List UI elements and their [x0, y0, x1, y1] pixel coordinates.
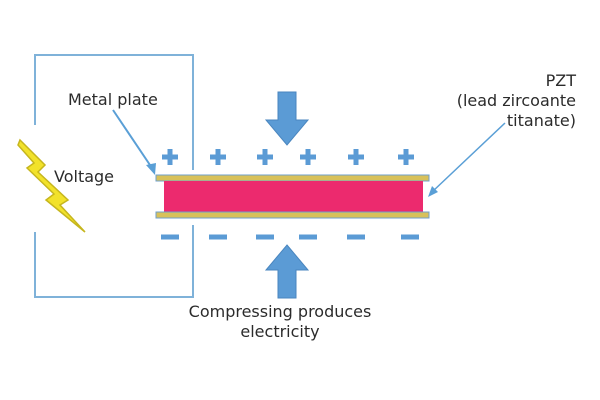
pzt-label-line-1: PZT: [545, 71, 576, 90]
pzt-label: PZT (lead zircoante titanate): [452, 71, 576, 131]
negative-charges: [161, 234, 419, 240]
pzt-label-line-2: (lead zircoante: [456, 91, 576, 110]
minus-charge-icon: [347, 234, 365, 240]
pzt-label-line-3: titanate): [506, 111, 576, 130]
minus-charge-icon: [401, 234, 419, 240]
circuit-wire-bottom: [34, 225, 194, 298]
metal-plate-bottom: [155, 211, 430, 219]
plus-charge-icon: [398, 149, 414, 165]
compressing-label: Compressing produces electricity: [180, 302, 380, 342]
circuit-wire: [34, 54, 194, 170]
minus-charge-icon: [209, 234, 227, 240]
plus-charge-icon: [257, 149, 273, 165]
minus-charge-icon: [256, 234, 274, 240]
arrow-up-icon: [264, 244, 310, 299]
plus-charge-icon: [300, 149, 316, 165]
voltage-label: Voltage: [54, 167, 115, 186]
metal-plate-pointer: [112, 109, 156, 175]
minus-charge-icon: [299, 234, 317, 240]
compressing-label-line-2: electricity: [240, 322, 320, 341]
lightning-bolt-icon: [17, 138, 86, 233]
arrow-down-icon: [264, 91, 310, 146]
plus-charge-icon: [210, 149, 226, 165]
plus-charge-icon: [348, 149, 364, 165]
plus-charge-icon: [162, 149, 178, 165]
metal-plate-top: [155, 174, 430, 182]
pzt-crystal: [164, 181, 423, 212]
pzt-pointer: [428, 122, 506, 197]
metal-plate-label: Metal plate: [68, 90, 158, 109]
positive-charges: [162, 149, 414, 165]
compressing-label-line-1: Compressing produces: [188, 302, 372, 321]
minus-charge-icon: [161, 234, 179, 240]
